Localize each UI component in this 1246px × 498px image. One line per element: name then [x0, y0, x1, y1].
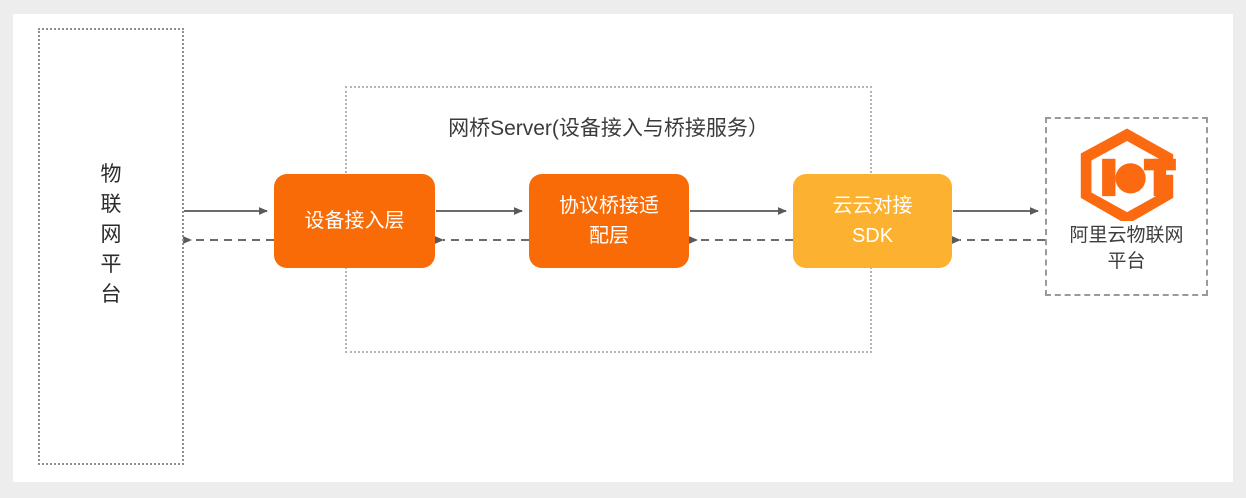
connector-left-to-device-access [183, 207, 274, 244]
box-cloud-to-cloud-sdk[interactable]: 云云对接 SDK [793, 174, 952, 268]
aliyun-iot-platform-panel: 阿里云物联网 平台 [1045, 117, 1208, 296]
left-iot-platform-panel: 物 联 网 平 台 [38, 28, 184, 465]
diagram-canvas: 物 联 网 平 台 网桥Server(设备接入与桥接服务） 设备接入层 协议桥接… [13, 14, 1233, 482]
aliyun-iot-platform-label: 阿里云物联网 平台 [1069, 225, 1184, 272]
box-protocol-bridge-adapter-layer[interactable]: 协议桥接适 配层 [529, 174, 689, 268]
box-device-access-layer[interactable]: 设备接入层 [274, 174, 435, 268]
left-iot-platform-label: 物 联 网 平 台 [100, 163, 122, 306]
aliyun-iot-logo-icon [1080, 128, 1176, 221]
bridge-server-title: 网桥Server(设备接入与桥接服务） [448, 117, 769, 140]
connector-cloud-sdk-to-right-platform [952, 207, 1045, 244]
